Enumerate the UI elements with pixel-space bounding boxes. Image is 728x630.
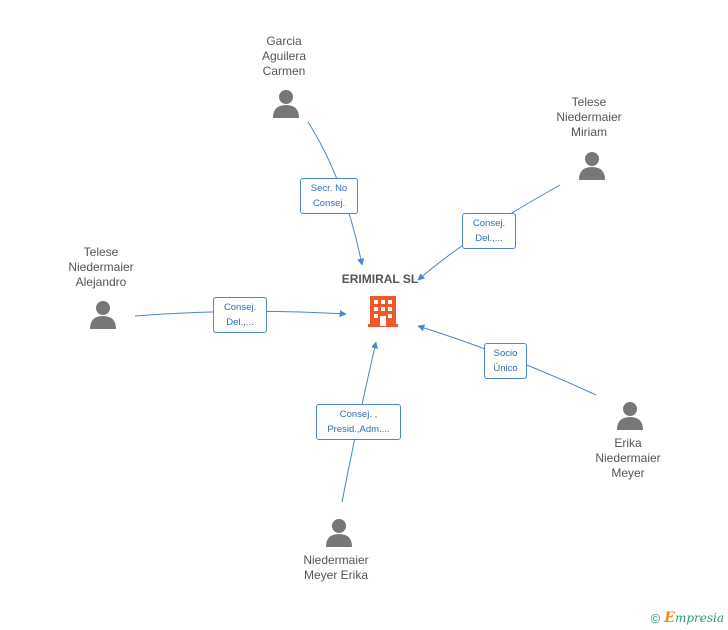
relation-label-consej-del-alejandro[interactable]: Consej. Del.,... [213,297,267,333]
person-name-niedermaier-meyer-erika[interactable]: Niedermaier Meyer Erika [303,553,369,582]
building-icon[interactable] [366,292,400,328]
relation-label-socio-unico[interactable]: Socio Único [484,343,527,379]
person-name-erika-niedermaier-meyer[interactable]: Erika Niedermaier Meyer [595,436,661,480]
brand-name: mpresia [674,611,724,625]
person-icon[interactable] [615,400,645,430]
brand-initial: E [664,610,675,626]
company-name[interactable]: ERIMIRAL SL [341,272,419,286]
person-name-telese-niedermaier-miriam[interactable]: Telese Niedermaier Miriam [556,95,622,139]
person-name-garcia-aguilera-carmen[interactable]: Garcia Aguilera Carmen [261,34,307,78]
person-icon[interactable] [88,299,118,329]
brand-logo: Empresia [664,610,724,626]
footer-brand: © Empresia [651,610,724,626]
person-icon[interactable] [271,88,301,118]
copyright-icon: © [650,610,661,626]
person-icon[interactable] [577,150,607,180]
person-icon[interactable] [324,517,354,547]
relation-label-consej-del-miriam[interactable]: Consej. Del.,... [462,213,516,249]
relation-label-consej-presid-adm[interactable]: Consej. , Presid.,Adm.... [316,404,401,440]
relation-label-secr-no-consej[interactable]: Secr. No Consej. [300,178,358,214]
person-name-telese-niedermaier-alejandro[interactable]: Telese Niedermaier Alejandro [68,245,134,289]
